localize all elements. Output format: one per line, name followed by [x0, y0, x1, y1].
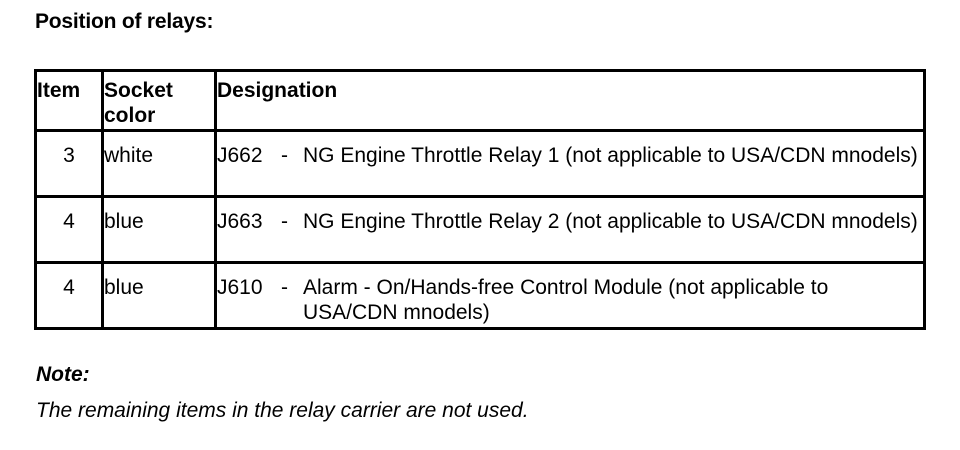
- page-title: Position of relays:: [35, 10, 214, 33]
- table-row: 4 blue J663 - NG Engine Throttle Relay 2…: [34, 196, 926, 264]
- relay-code: J663: [217, 210, 263, 233]
- designation-cell: J663 - NG Engine Throttle Relay 2 (not a…: [214, 196, 926, 264]
- designation-cell: J662 - NG Engine Throttle Relay 1 (not a…: [214, 130, 926, 198]
- socket-color-cell: blue: [101, 262, 217, 329]
- column-header-socket-color: Socket color: [101, 70, 217, 132]
- item-cell: 4: [34, 196, 104, 264]
- relay-description: NG Engine Throttle Relay 1 (not applicab…: [303, 144, 918, 167]
- relay-description: NG Engine Throttle Relay 2 (not applicab…: [303, 210, 918, 233]
- designation-cell: J610 - Alarm - On/Hands-free Control Mod…: [214, 262, 926, 329]
- separator-dash: -: [281, 210, 288, 233]
- socket-color-cell: blue: [101, 196, 217, 264]
- table-row: 4 blue J610 - Alarm - On/Hands-free Cont…: [34, 262, 926, 329]
- column-header-designation: Designation: [214, 70, 926, 132]
- relay-code: J662: [217, 144, 263, 167]
- socket-color-cell: white: [101, 130, 217, 198]
- item-cell: 3: [34, 130, 104, 198]
- item-cell: 4: [34, 262, 104, 329]
- note-label: Note:: [36, 363, 90, 386]
- table-header-row: Item Socket color Designation: [34, 70, 926, 132]
- table-row: 3 white J662 - NG Engine Throttle Relay …: [34, 130, 926, 198]
- relay-code: J610: [217, 276, 263, 299]
- column-header-item: Item: [34, 70, 104, 132]
- separator-dash: -: [281, 276, 288, 299]
- relay-description: Alarm - On/Hands-free Control Module (no…: [303, 276, 829, 324]
- note-text: The remaining items in the relay carrier…: [36, 399, 529, 422]
- separator-dash: -: [281, 144, 288, 167]
- relay-position-table: Item Socket color Designation 3 white J6…: [34, 69, 926, 330]
